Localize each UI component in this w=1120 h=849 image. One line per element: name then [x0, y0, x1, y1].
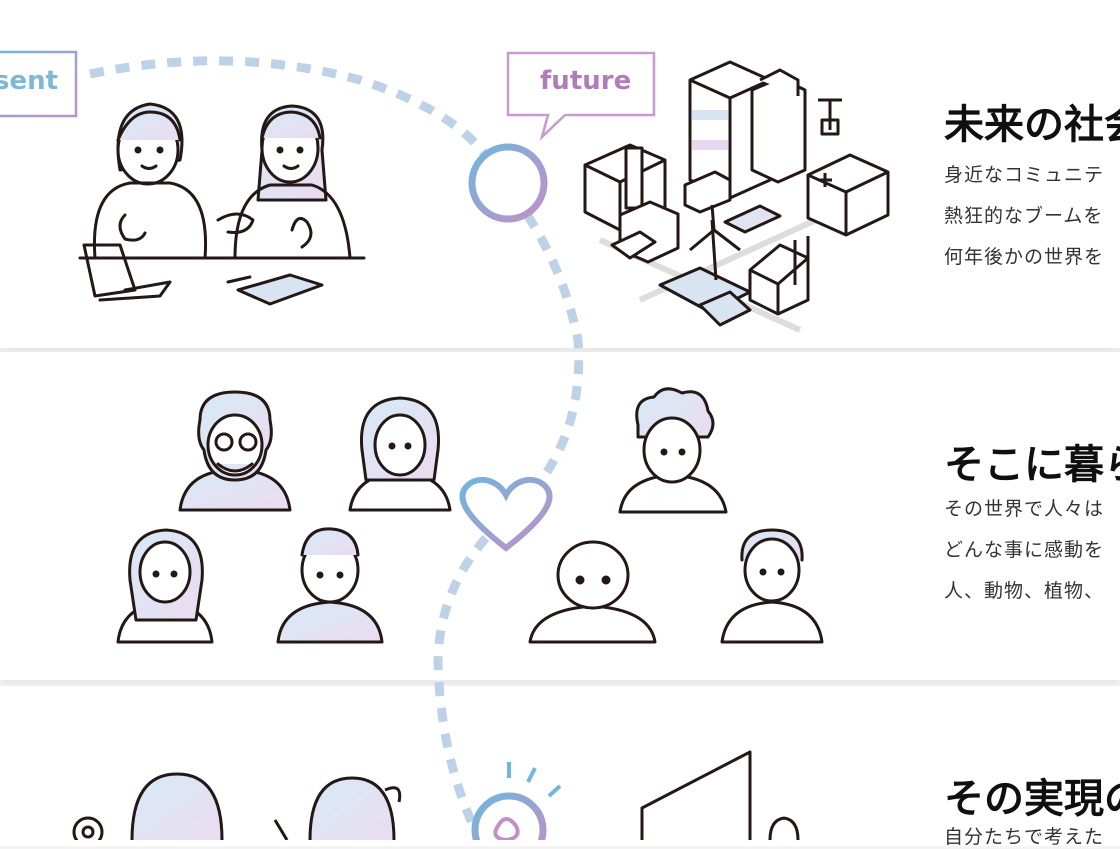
- section2-line-2: どんな事に感動を: [944, 539, 1105, 561]
- lightbulb-icon: [471, 762, 562, 840]
- section3-line-1: 自分たちで考えた: [944, 826, 1105, 848]
- future-tag-label: future: [540, 66, 632, 96]
- realization-illustration: [72, 750, 800, 840]
- future-tag-box: [506, 51, 656, 142]
- circle-icon: [468, 143, 548, 223]
- future-city-illustration: [583, 60, 890, 333]
- section1-line-2: 熱狂的なブームを: [944, 205, 1104, 227]
- heart-icon: [459, 476, 553, 552]
- present-tag-label: sent: [0, 66, 59, 96]
- present-people-illustration: [78, 102, 366, 306]
- section2-line-1: その世界で人々は: [944, 498, 1105, 520]
- dashed-path: [89, 56, 584, 840]
- section2-heading: そこに暮ら: [944, 442, 1120, 488]
- people-avatars-illustration: [116, 387, 824, 644]
- section1-line-1: 身近なコミュニテ: [944, 164, 1105, 186]
- section3-heading: その実現の: [944, 776, 1120, 822]
- present-tag-box: [0, 50, 78, 118]
- section1-line-3: 何年後かの世界を: [944, 246, 1105, 268]
- section1-heading: 未来の社会: [944, 102, 1120, 148]
- section2-line-3: 人、動物、植物、: [944, 580, 1105, 602]
